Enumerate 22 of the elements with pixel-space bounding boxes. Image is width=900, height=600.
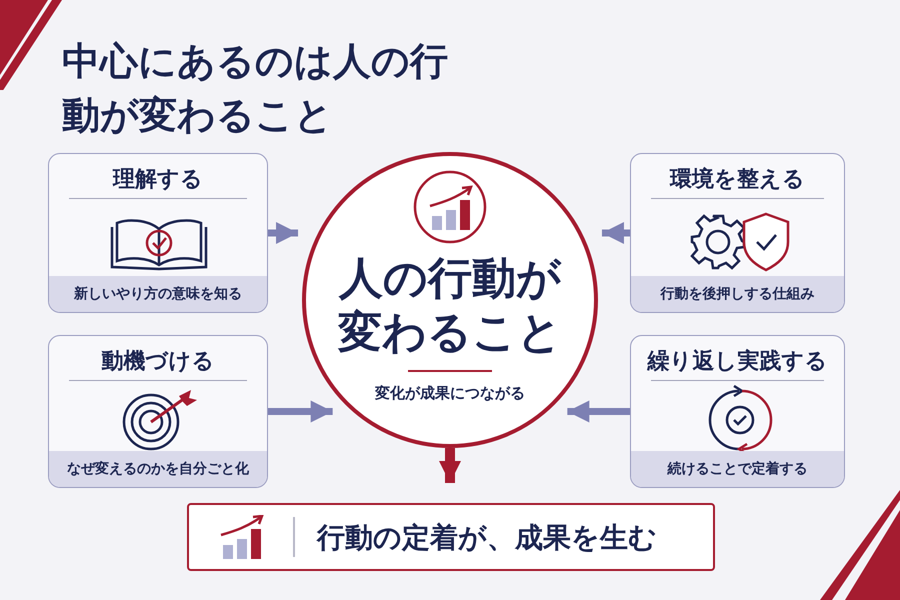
subheading: 変化が成果につながる — [374, 384, 526, 403]
arrow — [439, 448, 461, 483]
caption-band: 行動を後押しする仕組み — [631, 276, 844, 312]
card-heading: 動機づける — [100, 348, 216, 376]
result-text: 行動の定着が、成果を生む — [317, 520, 657, 556]
card-heading: 理解する — [112, 166, 204, 194]
step-card — [630, 153, 845, 313]
card-heading: 繰り返し実践する — [646, 348, 828, 376]
caption-band: なぜ変えるのかを自分ごと化 — [49, 451, 267, 487]
step-card — [48, 153, 268, 313]
arrow — [602, 222, 630, 244]
step-card — [48, 335, 268, 488]
caption-band: 新しいやり方の意味を知る — [49, 276, 267, 312]
arrow — [268, 222, 298, 244]
caption-band: 続けることで定着する — [631, 451, 844, 487]
arrow — [567, 400, 630, 422]
title: 中心にあるのは人の行動が変わること — [62, 38, 449, 139]
step-card — [630, 335, 845, 488]
main-heading: 人の行動が変わること — [337, 252, 563, 360]
result-banner — [187, 503, 715, 571]
card-heading: 環境を整える — [668, 166, 806, 194]
arrow — [268, 400, 333, 422]
